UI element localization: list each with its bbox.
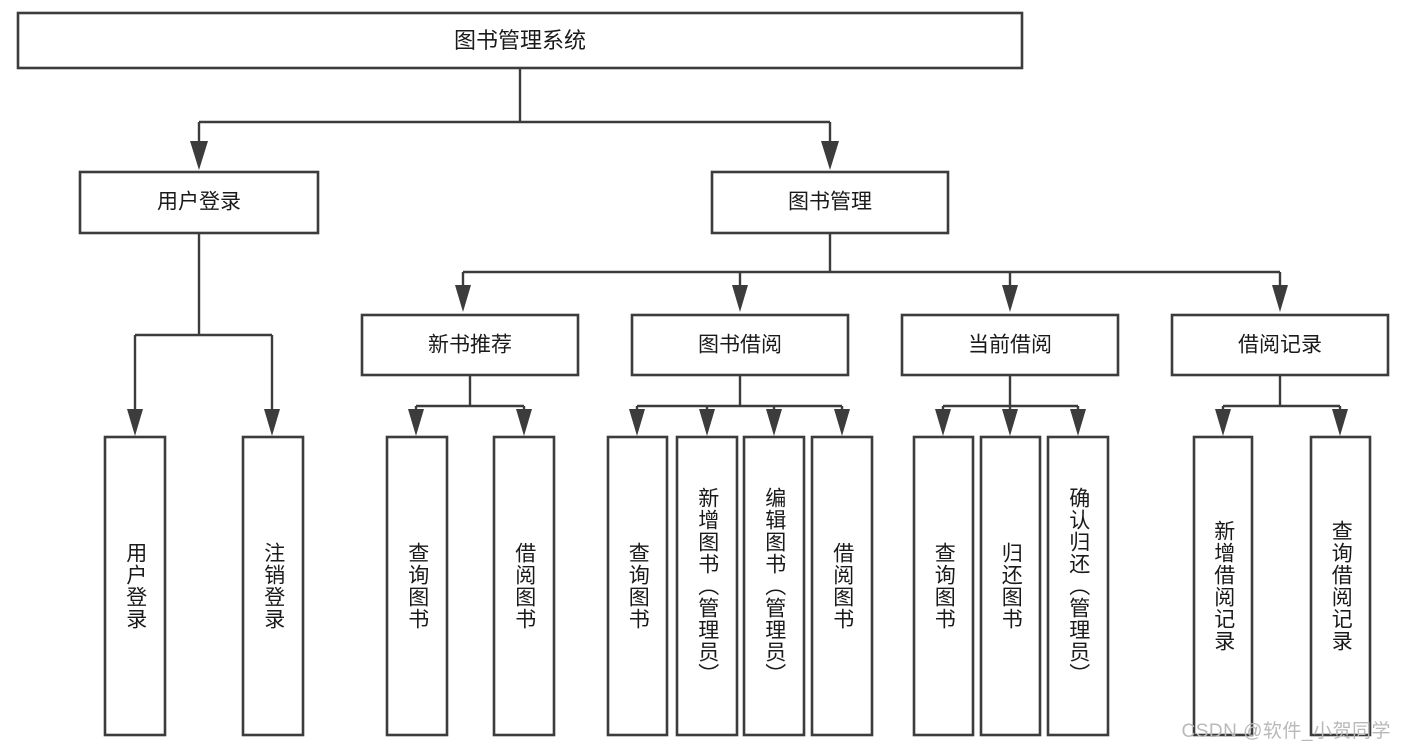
arrow-borrow-record-leaf2 xyxy=(1332,409,1348,436)
leaf-box-current-borrow-1[interactable] xyxy=(912,435,975,737)
connector-group-book-borrow xyxy=(629,375,850,436)
leaf-box-user-login-1[interactable] xyxy=(103,435,167,737)
arrow-new-book-leaf2 xyxy=(516,409,532,436)
node-book-borrow-box[interactable] xyxy=(630,313,850,377)
arrow-book-mgmt-to-borrow-record xyxy=(1272,285,1288,312)
connector-group-book-mgmt xyxy=(455,233,1288,312)
node-user-login-box[interactable] xyxy=(78,170,320,235)
arrow-current-borrow-leaf2 xyxy=(1002,409,1018,436)
leaf-box-new-book-1[interactable] xyxy=(385,435,449,737)
leaf-box-current-borrow-2[interactable] xyxy=(979,435,1042,737)
arrow-root-to-book-mgmt xyxy=(821,141,839,170)
arrow-book-borrow-leaf2 xyxy=(699,409,715,436)
leaf-box-user-login-2[interactable] xyxy=(241,435,305,737)
arrow-current-borrow-leaf3 xyxy=(1070,409,1086,436)
node-current-borrow[interactable]: 当前借阅 xyxy=(900,313,1120,377)
leaf-box-borrow-record-1[interactable] xyxy=(1192,435,1254,737)
arrow-current-borrow-leaf1 xyxy=(935,409,951,436)
node-book-management-label: 图书管理 xyxy=(788,191,872,214)
leaf-box-new-book-2[interactable] xyxy=(492,435,556,737)
arrow-book-borrow-leaf3 xyxy=(766,409,782,436)
leaf-box-book-borrow-1[interactable] xyxy=(606,435,669,737)
node-new-book-recommend-box[interactable] xyxy=(360,313,580,377)
node-root[interactable]: 图书管理系统 xyxy=(16,11,1024,70)
arrow-borrow-record-leaf1 xyxy=(1215,409,1231,436)
node-borrow-record-label: 借阅记录 xyxy=(1238,334,1322,357)
arrow-root-to-user-login xyxy=(190,141,208,170)
node-book-borrow[interactable]: 图书借阅 xyxy=(630,313,850,377)
node-root-box[interactable] xyxy=(16,11,1024,70)
node-current-borrow-box[interactable] xyxy=(900,313,1120,377)
arrow-user-login-leaf1 xyxy=(127,409,143,436)
connector-group-new-book xyxy=(408,375,532,436)
arrow-book-mgmt-to-book-borrow xyxy=(732,285,748,312)
node-book-borrow-label: 图书借阅 xyxy=(698,334,782,357)
arrow-book-borrow-leaf1 xyxy=(629,409,645,436)
arrow-book-mgmt-to-new-book xyxy=(455,285,471,312)
node-user-login[interactable]: 用户登录 xyxy=(78,170,320,235)
node-new-book-recommend-label: 新书推荐 xyxy=(428,334,512,357)
leaf-box-book-borrow-4[interactable] xyxy=(810,435,874,737)
node-root-label: 图书管理系统 xyxy=(454,28,586,53)
node-book-management-box[interactable] xyxy=(710,170,950,235)
arrow-book-borrow-leaf4 xyxy=(834,409,850,436)
node-book-management[interactable]: 图书管理 xyxy=(710,170,950,235)
arrow-new-book-leaf1 xyxy=(408,409,424,436)
arrow-book-mgmt-to-current-borrow xyxy=(1002,285,1018,312)
connector-group-root xyxy=(190,68,839,170)
arrow-user-login-leaf2 xyxy=(264,409,280,436)
node-new-book-recommend[interactable]: 新书推荐 xyxy=(360,313,580,377)
node-borrow-record-box[interactable] xyxy=(1170,313,1390,377)
connector-group-borrow-record xyxy=(1215,375,1348,436)
leaf-box-book-borrow-2[interactable] xyxy=(675,435,739,737)
node-current-borrow-label: 当前借阅 xyxy=(968,334,1052,357)
leaf-box-book-borrow-3[interactable] xyxy=(742,435,806,737)
connector-group-user-login xyxy=(127,233,280,436)
leaf-box-borrow-record-2[interactable] xyxy=(1309,435,1372,737)
csdn-watermark: CSDN @软件_小贺同学 xyxy=(1181,721,1391,742)
node-user-login-label: 用户登录 xyxy=(157,191,241,214)
leaf-box-current-borrow-3[interactable] xyxy=(1046,435,1110,737)
node-borrow-record[interactable]: 借阅记录 xyxy=(1170,313,1390,377)
connector-group-current-borrow xyxy=(935,375,1086,436)
